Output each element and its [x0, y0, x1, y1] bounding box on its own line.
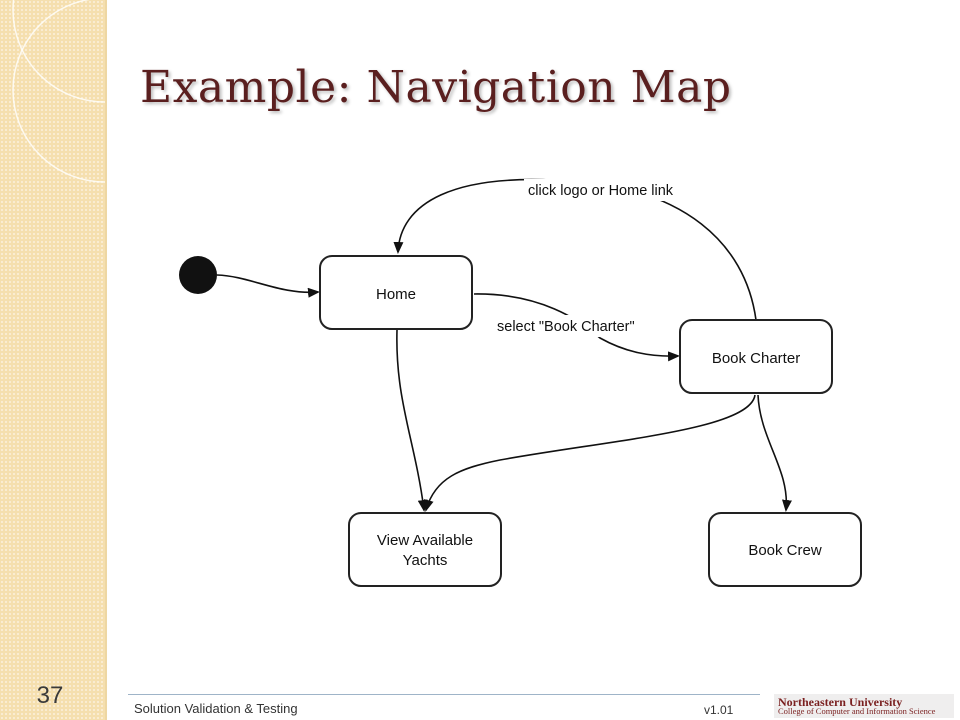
university-logo-name: Northeastern University: [778, 695, 903, 709]
node-home-label: Home: [376, 286, 416, 303]
node-view-yachts-label-line2: Yachts: [403, 552, 448, 569]
node-home: Home: [319, 255, 473, 330]
slide-title: Example: Navigation Map: [140, 62, 732, 113]
decorative-arcs: [12, 0, 105, 183]
edge-book-charter-to-view-yachts: [423, 394, 756, 512]
edge-book-charter-to-book-crew: [757, 394, 792, 512]
footer-divider: [128, 694, 760, 695]
node-book-charter: Book Charter: [679, 319, 833, 394]
edge-label-background: [524, 179, 702, 201]
node-view-yachts-label-line1: View Available: [377, 532, 473, 549]
node-view-available-yachts: View Available Yachts: [348, 512, 502, 587]
edge-home-to-book-charter: [473, 293, 680, 362]
footer-version: v1.01: [704, 703, 734, 717]
edge-home-to-view-yachts: [396, 329, 428, 512]
edge-label-click-logo-home: click logo or Home link: [528, 183, 674, 199]
university-logo-college: College of Computer and Information Scie…: [778, 706, 936, 716]
node-book-crew: Book Crew: [708, 512, 862, 587]
initial-state-dot: [179, 256, 217, 294]
decorative-sidebar: 37: [0, 0, 107, 720]
university-logo: Northeastern University College of Compu…: [774, 694, 954, 718]
edge-label-select-book-charter: select "Book Charter": [497, 319, 635, 335]
node-book-crew-label: Book Crew: [748, 542, 822, 559]
footer-course-title: Solution Validation & Testing: [134, 701, 298, 716]
edge-label-background: [492, 315, 662, 337]
edge-start-to-home: [216, 274, 320, 298]
slide-number: 37: [36, 682, 64, 709]
node-book-charter-label: Book Charter: [712, 350, 800, 367]
